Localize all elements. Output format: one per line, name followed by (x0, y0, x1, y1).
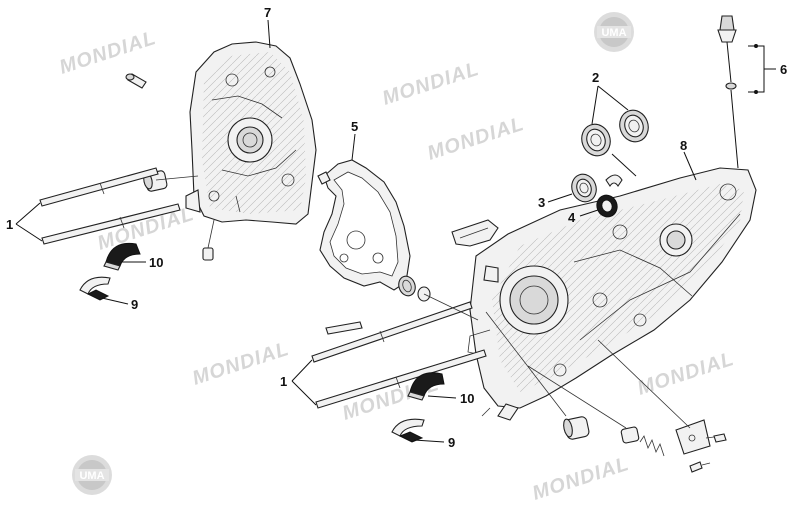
left-crankcase-half (185, 41, 317, 225)
logo-text: UMA (79, 470, 104, 482)
leader-line (291, 380, 317, 406)
callout-5: 5 (351, 119, 358, 134)
long-stud-pair-left (39, 167, 181, 245)
crankcase-gasket (317, 159, 411, 291)
guide-plate (675, 419, 711, 455)
watermark-text: MONDIAL (530, 453, 632, 505)
main-bearing-b (619, 109, 649, 143)
assembly-line (423, 293, 479, 321)
assembly-line (155, 175, 199, 181)
watermark-text: MONDIAL (380, 58, 482, 110)
main-bearing-a (581, 123, 611, 157)
oil-seal (596, 194, 618, 218)
callout-6: 6 (780, 62, 787, 77)
uma-logo: UMA (594, 12, 634, 52)
small-pin (202, 247, 214, 261)
assembly-line (207, 219, 215, 249)
crank-bearing-shell-right (407, 372, 445, 401)
watermark-text: MONDIAL (57, 27, 159, 79)
bracket-6 (748, 44, 776, 94)
callout-labels: 1 1 2 3 4 5 6 7 8 9 9 10 10 (6, 5, 787, 450)
watermark-text: MONDIAL (635, 348, 737, 400)
callout-10-left: 10 (149, 255, 163, 270)
leader-line (579, 209, 599, 217)
mounting-bracket (451, 219, 499, 247)
assembly-line (481, 407, 491, 417)
callout-9-right: 9 (448, 435, 455, 450)
bushing-lower (563, 416, 590, 440)
bolt-b (689, 461, 711, 473)
leader-line (101, 297, 129, 305)
leader-line (597, 85, 629, 111)
watermark-text: MONDIAL (425, 113, 527, 165)
leader-line (291, 359, 313, 382)
logo-text: UMA (601, 27, 626, 39)
sleeve (620, 426, 640, 444)
right-crankcase-half (467, 167, 757, 421)
assembly-line (527, 365, 627, 429)
leader-line (15, 202, 41, 225)
leader-line (351, 133, 356, 161)
leader-line (611, 153, 637, 177)
callout-10-right: 10 (460, 391, 474, 406)
callout-2: 2 (592, 70, 599, 85)
circlip (605, 174, 623, 187)
long-stud-pair-right (311, 301, 487, 409)
bearing-small (571, 173, 597, 203)
watermark-text: MONDIAL (190, 338, 292, 390)
thrust-shim-left (79, 276, 111, 301)
callout-7: 7 (264, 5, 271, 20)
leader-line (591, 85, 599, 125)
bolt-a (705, 433, 727, 443)
oil-dipstick (717, 15, 739, 169)
assembly-line (597, 339, 691, 429)
leader-line (683, 151, 697, 181)
leader-line (267, 19, 271, 49)
watermark-text: MONDIAL (95, 203, 197, 255)
callout-8: 8 (680, 138, 687, 153)
callout-9-left: 9 (131, 297, 138, 312)
leader-line (547, 193, 573, 203)
thrust-shim-right (391, 418, 425, 443)
dowel-pin (125, 73, 147, 89)
leader-line (413, 439, 445, 443)
oil-seal-small (398, 275, 431, 302)
assembly-line (485, 311, 567, 417)
callout-4: 4 (568, 210, 576, 225)
callout-1-left: 1 (6, 217, 13, 232)
uma-logo: UMA (72, 455, 112, 495)
callout-1-right: 1 (280, 374, 287, 389)
leader-line (427, 395, 457, 399)
callout-3: 3 (538, 195, 545, 210)
spring (639, 435, 665, 457)
leader-line (15, 223, 43, 242)
